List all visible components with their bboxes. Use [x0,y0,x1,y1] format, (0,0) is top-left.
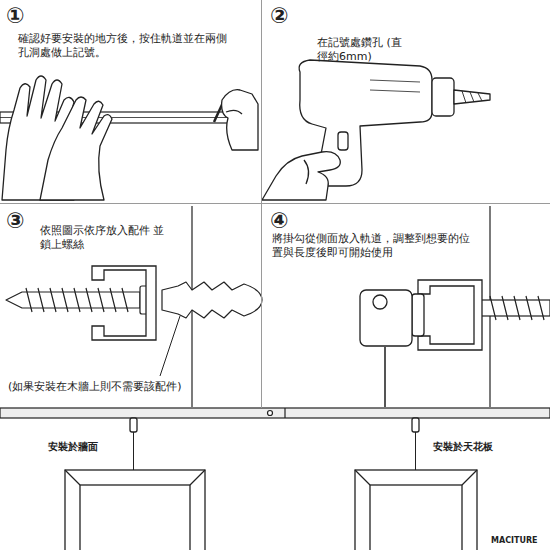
drill-part [462,91,482,103]
mounted-screw-part [490,296,544,320]
screw-part [6,292,140,308]
track-part [284,408,285,418]
drill-part [432,78,454,116]
leader-line [160,316,180,376]
right-hand-part [222,90,258,150]
drill-hand-part [262,152,340,200]
picture-frames-part [65,470,80,485]
picture-frames-part [412,418,419,432]
drill-part [370,80,420,92]
track-part [0,408,550,418]
drill-part [338,132,348,150]
bracket-part [92,266,156,340]
picture-frames-part [370,485,462,550]
mounted-bracket [412,280,482,350]
picture-frames-part [415,432,416,470]
picture-frames-part [355,470,370,485]
brand-logo: MACITURE [490,536,539,545]
instruction-text: 將掛勾從側面放入軌道，調整到想要的位置與長度後即可開始使用 [272,232,472,261]
picture-frames-part [130,418,137,432]
hook-part [373,295,387,309]
left-hand [2,76,112,200]
step-panel: ③ 依照圖示依序放入配件 並鎖上螺絲 (如果安裝在木牆上則不需要該配件) [0,204,262,408]
picture-frames-part [462,470,477,485]
right-hand-part [226,110,242,114]
step-panel: ② 在記號處鑽孔 (直徑約6mm) [262,0,550,204]
mounted-screw [480,296,550,320]
track-part [268,411,273,416]
hook-part [360,290,412,346]
step-panel: ① 確認好要安裝的地方後，按住軌道並在兩側孔洞處做上記號。 [0,0,262,204]
picture-frames-part [65,470,205,550]
drill-hand [262,152,340,200]
drill-hand-part [304,160,309,184]
leader-line-part [160,316,180,376]
callout-number: ③ [6,210,25,232]
mount-label: 安裝於天花板 [432,440,494,454]
instruction-text: 在記號處鑽孔 (直徑約6mm) [317,36,412,65]
step-panel: ④將掛勾從側面放入軌道，調整到想要的位置與長度後即可開始使用 [262,204,550,408]
picture-frames-part [80,485,190,550]
instruction-text: 確認好要安裝的地方後，按住軌道並在兩側孔洞處做上記號。 [18,32,233,61]
instruction-text: 依照圖示依序放入配件 並鎖上螺絲 [40,224,165,253]
anchor-part [162,282,262,318]
picture-frames-part [190,470,205,485]
mounted-bracket-part [412,294,424,336]
picture-frames-part [133,432,134,470]
picture-frames [65,418,477,550]
callout-number: ② [270,5,289,27]
screw [6,286,150,314]
mounted-bracket-part [418,280,482,350]
screw-part [26,288,128,312]
instruction-text: (如果安裝在木牆上則不需要該配件) [8,380,182,394]
bracket [92,266,156,340]
picture-frames-part [355,470,477,550]
mount-label: 安裝於牆面 [47,440,99,454]
left-hand-part [40,97,112,200]
callout-number: ④ [270,210,289,232]
drill-part [454,90,490,104]
hook-part [384,346,386,407]
anchor [162,282,262,318]
right-hand [214,90,258,150]
track [0,408,550,418]
hook [360,290,412,407]
callout-number: ① [6,5,25,27]
